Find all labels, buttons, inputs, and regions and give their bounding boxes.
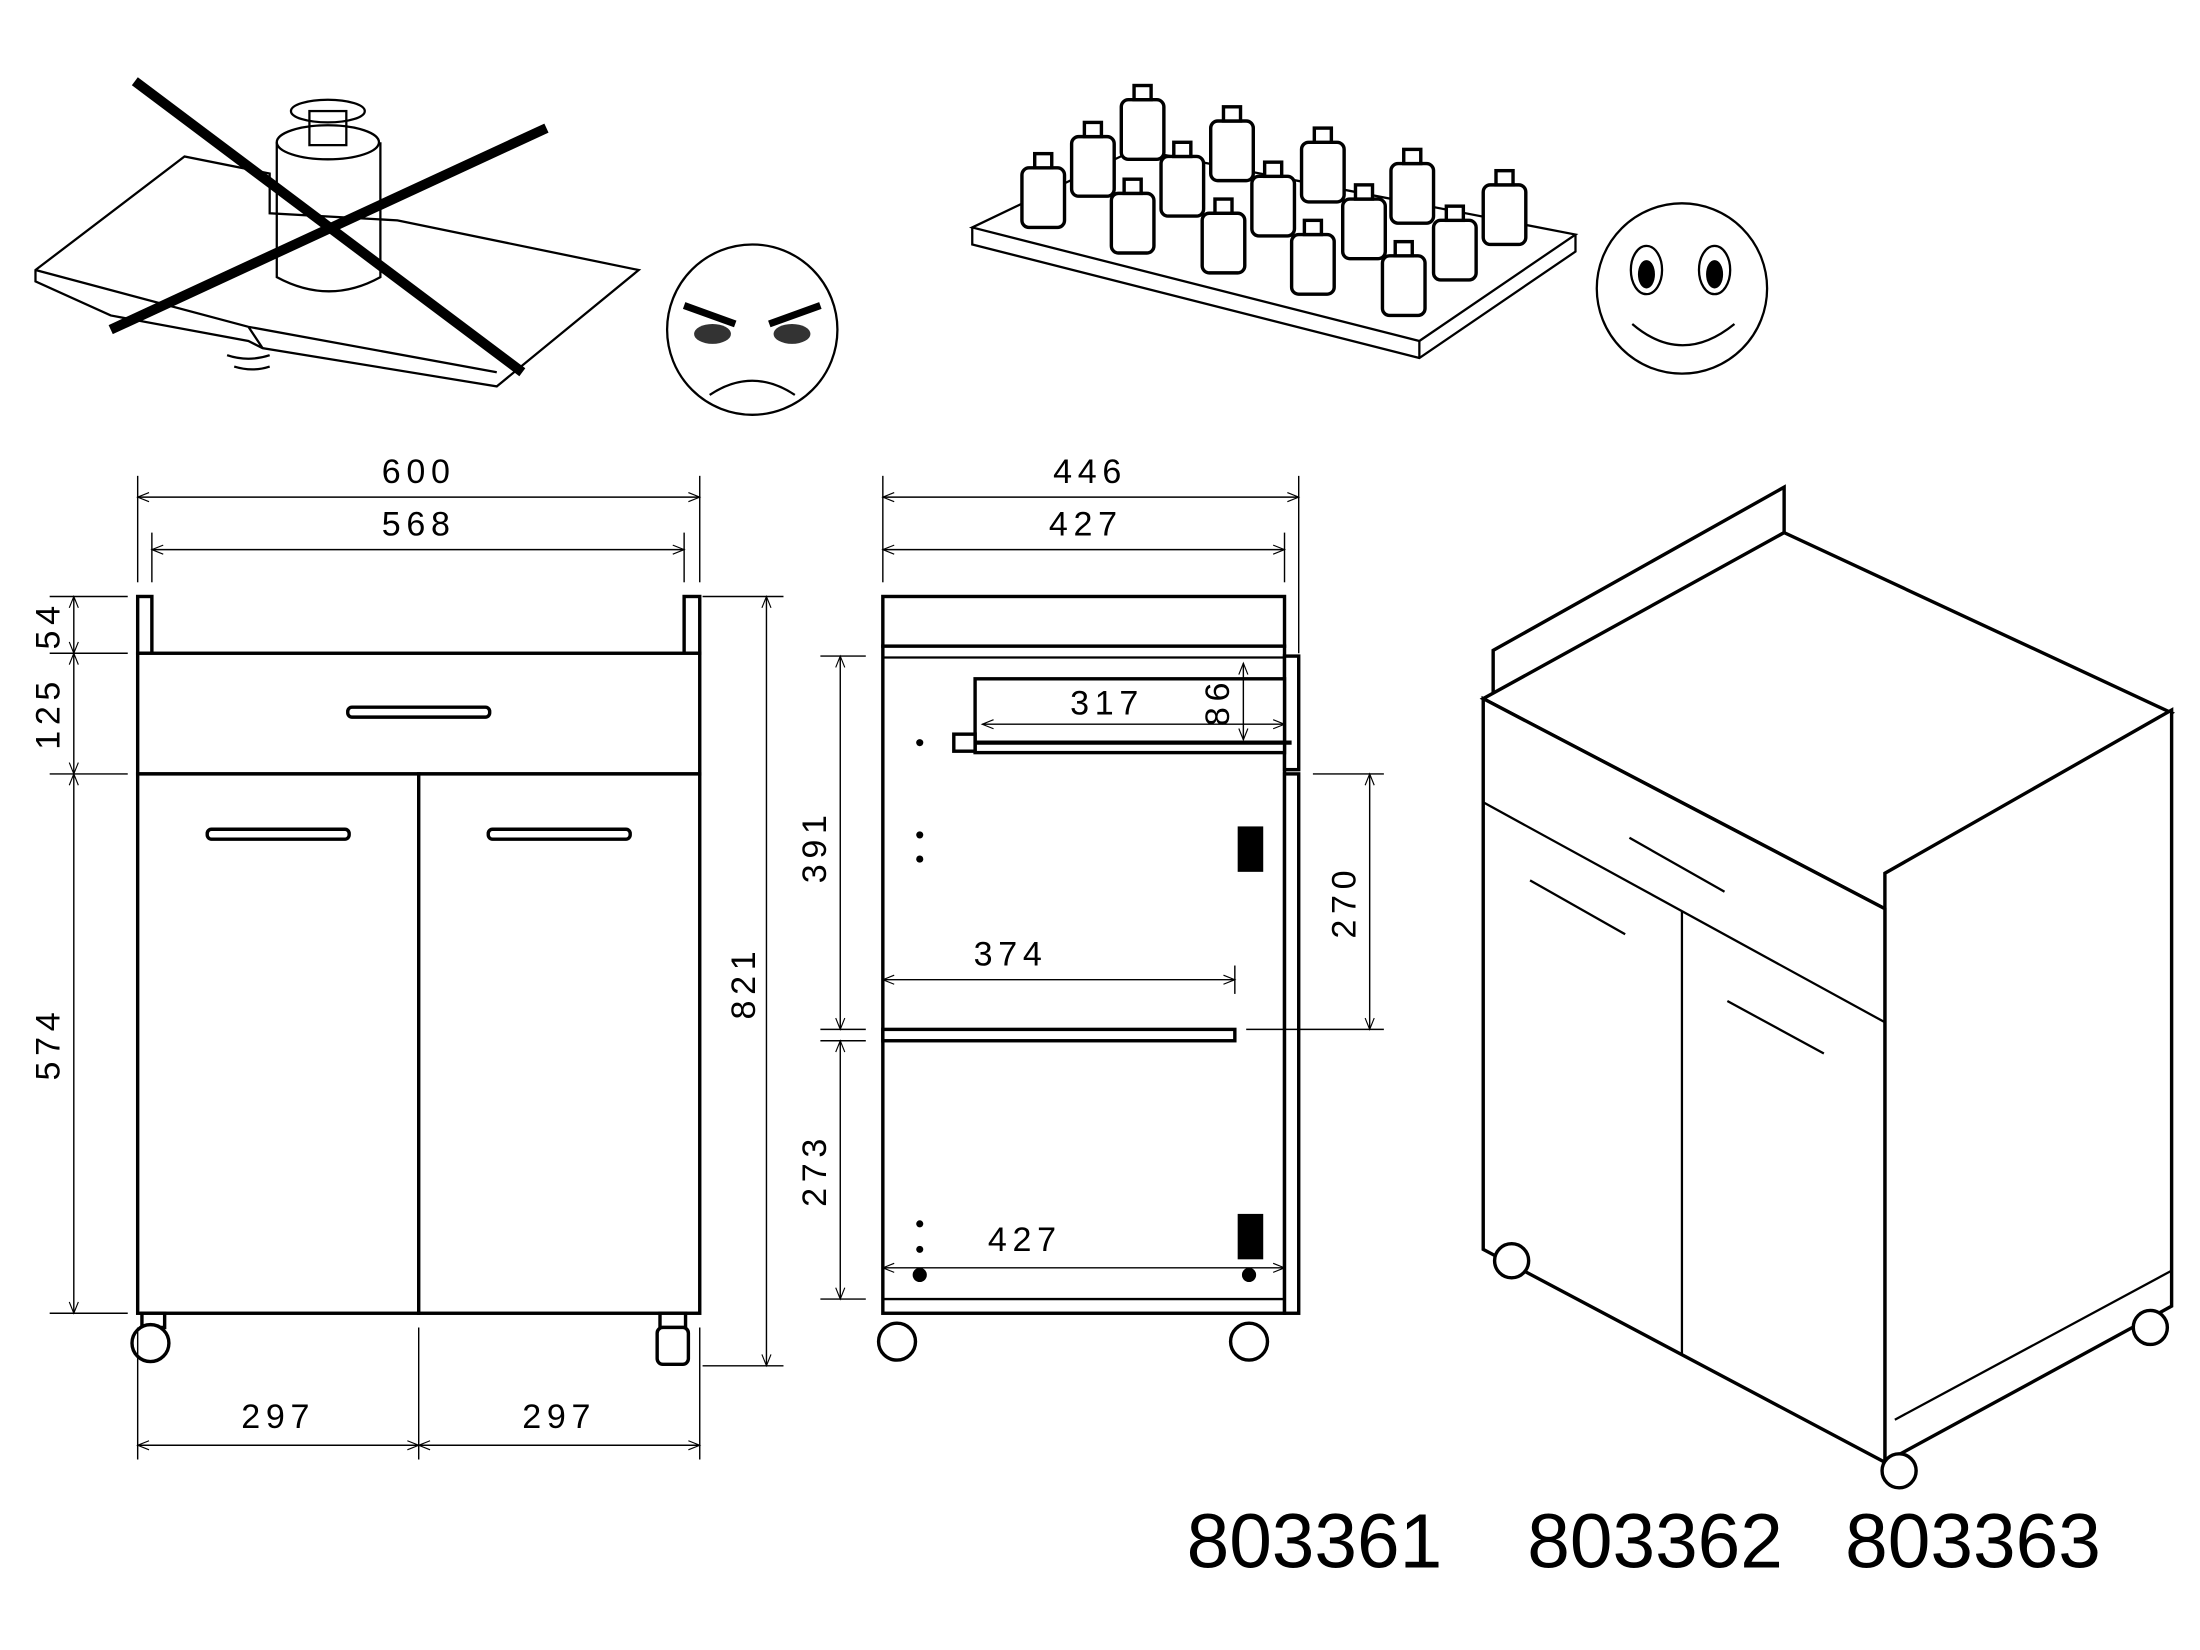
caster-wheel bbox=[130, 1311, 171, 1364]
hinge bbox=[1237, 826, 1264, 872]
caster-wheel bbox=[1880, 1452, 1918, 1490]
weight bbox=[1200, 197, 1247, 275]
dim-hinge-spacing: 270 bbox=[1325, 865, 1363, 939]
dim-upper-compartment-height: 391 bbox=[796, 809, 834, 883]
product-codes: 803361 803362 803363 bbox=[1187, 1499, 2101, 1584]
door-handle bbox=[205, 827, 351, 841]
caster-wheel bbox=[876, 1321, 918, 1362]
product-code: 803362 bbox=[1527, 1499, 1783, 1584]
caster-wheel bbox=[1492, 1242, 1531, 1280]
angry-face-icon bbox=[665, 243, 839, 416]
dim-drawer-inner-height: 86 bbox=[1199, 677, 1237, 726]
dim-door-height: 574 bbox=[30, 1007, 68, 1081]
door-handle bbox=[1726, 1000, 1825, 1055]
weight bbox=[1159, 140, 1206, 218]
dim-bottom-depth: 427 bbox=[988, 1221, 1062, 1259]
dim-overall-height: 821 bbox=[725, 946, 763, 1020]
weight bbox=[1299, 126, 1346, 204]
door-handle bbox=[1529, 879, 1626, 936]
dim-left-door-width: 297 bbox=[241, 1398, 315, 1436]
caster-wheel bbox=[1228, 1321, 1270, 1362]
drawer-handle bbox=[346, 705, 492, 719]
weight bbox=[1209, 105, 1255, 183]
weight bbox=[1289, 218, 1336, 296]
wrong-load-icon bbox=[34, 77, 642, 388]
isometric-view bbox=[1479, 484, 2176, 1490]
weight bbox=[1020, 151, 1067, 230]
dim-inner-width: 568 bbox=[382, 505, 456, 543]
dim-shelf-depth: 374 bbox=[974, 936, 1048, 974]
weight bbox=[1341, 183, 1387, 261]
weight bbox=[1250, 160, 1297, 238]
caster-wheel bbox=[2131, 1308, 2170, 1347]
dim-lower-compartment-height: 273 bbox=[796, 1133, 834, 1207]
dim-drawer-height: 125 bbox=[30, 676, 68, 750]
shelf bbox=[881, 1027, 1237, 1043]
smiley-face-icon bbox=[1595, 202, 1769, 375]
correct-load-icon bbox=[968, 83, 1579, 360]
drawer-section bbox=[973, 677, 1287, 755]
weight bbox=[1431, 204, 1478, 282]
drawer-handle bbox=[1628, 836, 1726, 893]
dim-drawer-depth: 317 bbox=[1070, 684, 1144, 722]
caster-wheel bbox=[655, 1311, 691, 1367]
dim-overall-width: 600 bbox=[382, 453, 456, 491]
weight bbox=[1481, 168, 1528, 247]
front-view: 600 568 54 125 574 821 297 297 bbox=[30, 453, 784, 1460]
weight bbox=[1109, 177, 1156, 255]
product-code: 803363 bbox=[1845, 1499, 2101, 1584]
product-code: 803361 bbox=[1187, 1499, 1443, 1584]
weight bbox=[1119, 83, 1166, 162]
weight bbox=[1389, 147, 1436, 225]
left-door bbox=[135, 772, 421, 1315]
door-handle bbox=[486, 827, 632, 841]
dim-overall-depth: 446 bbox=[1053, 453, 1127, 491]
weight bbox=[1380, 239, 1427, 318]
dim-right-door-width: 297 bbox=[522, 1398, 596, 1436]
hinge bbox=[1237, 1213, 1264, 1260]
right-door bbox=[417, 772, 702, 1315]
dim-top-rail-height: 54 bbox=[30, 600, 68, 649]
weight bbox=[1069, 120, 1116, 198]
side-section-view: 446 427 317 86 391 273 270 374 427 bbox=[796, 453, 1384, 1362]
dim-body-depth: 427 bbox=[1049, 505, 1123, 543]
